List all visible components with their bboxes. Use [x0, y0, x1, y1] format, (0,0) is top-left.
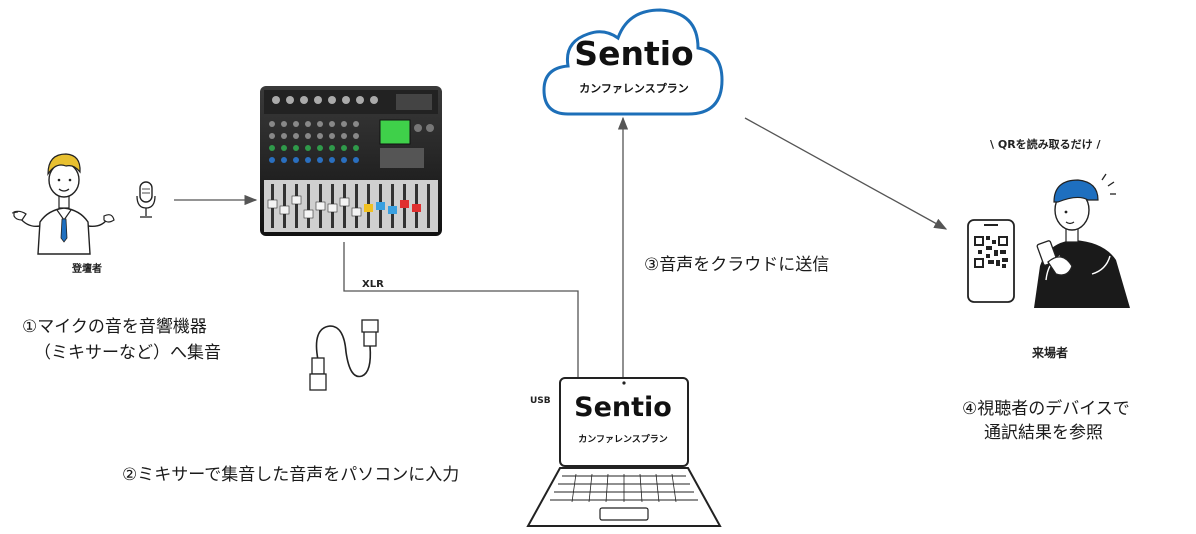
- step4-line1: ④視聴者のデバイスで: [962, 399, 1130, 419]
- step2-text: ②ミキサーで集音した音声をパソコンに入力: [122, 465, 460, 485]
- step4-line2: 通訳結果を参照: [984, 423, 1103, 443]
- callout-slash-left: \: [990, 138, 998, 151]
- step1-line1: ①マイクの音を音響機器: [22, 317, 207, 337]
- speaker-label: 登壇者: [72, 264, 102, 275]
- microphone-icon: [134, 180, 160, 220]
- smartphone-qr-icon: [966, 218, 1016, 304]
- audio-mixer-icon: [258, 84, 444, 240]
- qr-callout: \ QRを読み取るだけ /: [990, 136, 1101, 152]
- cloud-to-visitor-arrow: [744, 117, 948, 230]
- visitor-label: 来場者: [1032, 346, 1069, 360]
- usb-label: USB: [530, 396, 551, 406]
- cloud-subtitle: カンファレンスプラン: [579, 82, 689, 95]
- laptop-brand: Sentio: [574, 392, 672, 423]
- laptop-subtitle: カンファレンスプラン: [578, 435, 668, 445]
- step3-text: ③音声をクラウドに送信: [644, 255, 830, 275]
- mixer-to-laptop-line: [343, 242, 579, 378]
- step1-line2: （ミキサーなど）へ集音: [34, 343, 221, 363]
- laptop-icon: [526, 376, 722, 530]
- callout-slash-right: /: [1092, 138, 1101, 151]
- xlr-label: XLR: [362, 279, 384, 290]
- qr-callout-text: QRを読み取るだけ: [997, 138, 1093, 151]
- speaker-person-icon: [8, 140, 118, 255]
- cloud-brand: Sentio: [574, 34, 694, 73]
- cloud-icon: [538, 4, 728, 120]
- xlr-cable-icon: [300, 318, 380, 392]
- visitor-person-icon: [1018, 170, 1142, 310]
